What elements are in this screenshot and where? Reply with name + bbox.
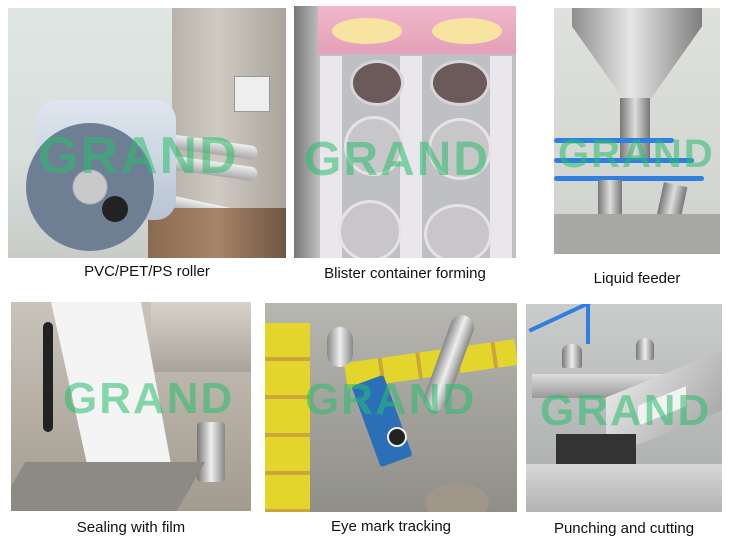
- photo-liquid-feeder: GRAND: [554, 8, 720, 254]
- guide-strip: [490, 56, 512, 258]
- watermark: GRAND: [304, 133, 490, 186]
- cap-nut: [636, 338, 654, 360]
- yellow-labels-left: [265, 323, 310, 512]
- caption-punching-cutting: Punching and cutting: [553, 520, 695, 537]
- caption-eye-mark-tracking: Eye mark tracking: [330, 518, 452, 535]
- guide-strip: [400, 56, 422, 258]
- blister-cup: [350, 60, 404, 106]
- film-roll-face: [26, 123, 154, 251]
- blister-cup: [424, 204, 492, 258]
- sensor-dial: [387, 427, 407, 447]
- photo-sealing-film: GRAND: [11, 302, 251, 511]
- film-label: [432, 18, 502, 44]
- blister-cup: [344, 116, 404, 176]
- air-line: [554, 158, 694, 163]
- air-line: [554, 138, 674, 143]
- base-frame: [526, 464, 722, 512]
- cap-nut: [562, 344, 582, 368]
- photo-blister-forming: GRAND: [294, 6, 516, 258]
- photo-pvc-roller: GRAND: [8, 8, 286, 258]
- photo-eye-mark-tracking: GRAND: [265, 303, 517, 512]
- roller-left: [327, 327, 353, 367]
- watermark: GRAND: [38, 127, 239, 185]
- wood-base: [148, 208, 286, 258]
- feed-pipe: [620, 98, 650, 158]
- left-rail: [294, 6, 318, 258]
- air-line: [528, 304, 594, 333]
- die-block: [556, 434, 636, 468]
- blister-cup: [338, 200, 402, 258]
- watermark: GRAND: [540, 386, 712, 435]
- caption-blister-forming: Blister container forming: [324, 265, 486, 282]
- label-sticker: [234, 76, 270, 112]
- hose: [43, 322, 53, 432]
- air-line: [586, 304, 590, 344]
- hopper: [572, 8, 702, 100]
- guide-strip: [320, 56, 342, 258]
- base-plate: [554, 214, 720, 254]
- upper-housing: [151, 302, 251, 372]
- caption-liquid-feeder: Liquid feeder: [593, 270, 681, 287]
- air-line: [554, 176, 704, 181]
- film-label: [332, 18, 402, 44]
- watermark: GRAND: [305, 375, 477, 424]
- caption-pvc-roller: PVC/PET/PS roller: [84, 263, 210, 280]
- shaft-knob: [102, 196, 128, 222]
- guide-post: [197, 422, 225, 482]
- blister-cup: [428, 118, 492, 180]
- photo-punching-cutting: GRAND: [526, 304, 722, 512]
- watermark: GRAND: [558, 132, 715, 176]
- pulley: [425, 483, 489, 512]
- blister-cup: [430, 60, 490, 106]
- caption-sealing-film: Sealing with film: [76, 519, 186, 536]
- blister-tray: [11, 462, 206, 511]
- watermark: GRAND: [63, 374, 235, 423]
